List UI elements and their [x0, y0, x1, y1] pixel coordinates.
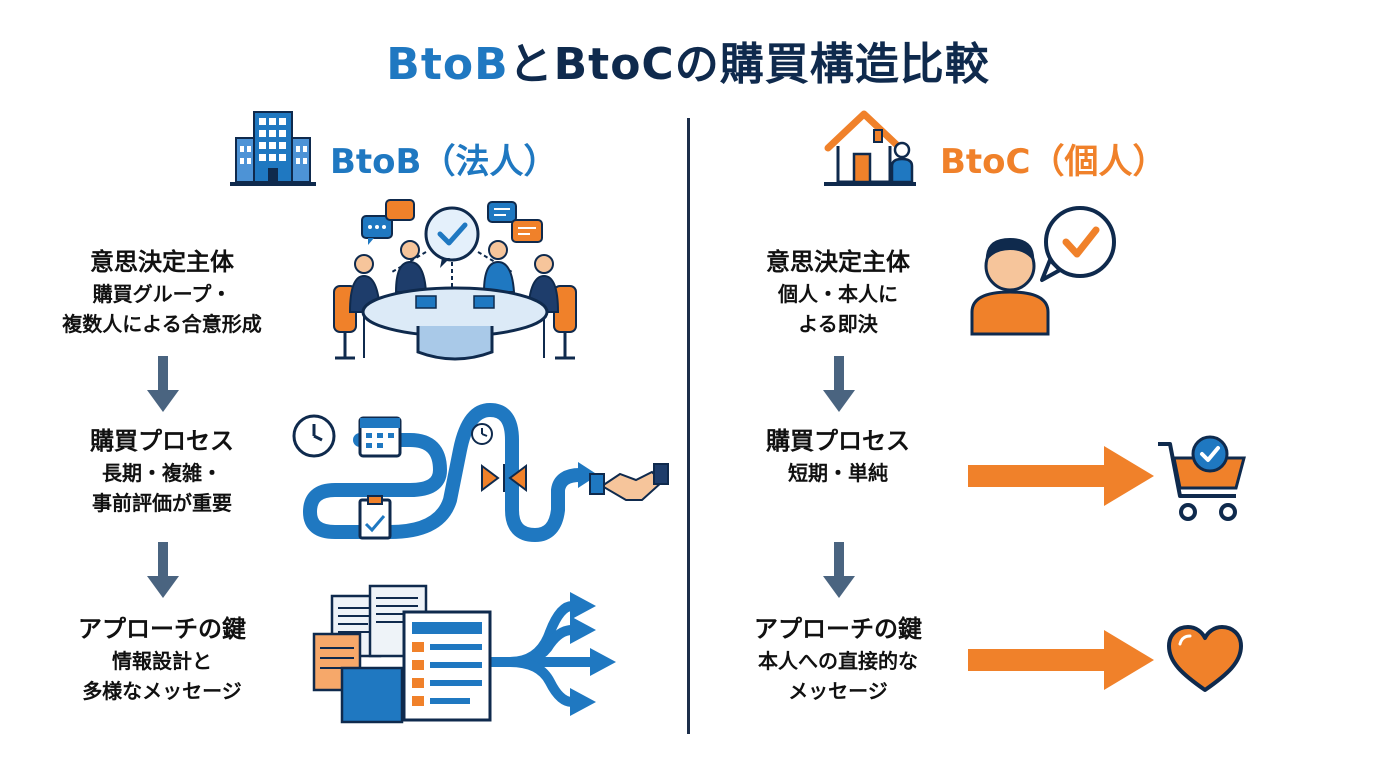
documents-branching-arrows-icon — [312, 584, 616, 724]
btoc-decision-line1: 個人・本人に — [778, 282, 898, 306]
btoc-approach-line1: 本人への直接的な — [758, 649, 918, 673]
btoc-process-title: 購買プロセス — [766, 427, 910, 455]
btoc-approach-block: アプローチの鍵 本人への直接的な メッセージ — [708, 612, 968, 706]
btob-decision-block: 意思決定主体 購買グループ・ 複数人による合意形成 — [32, 245, 292, 339]
heart-icon — [1167, 625, 1243, 692]
btoc-decision-line2: よる即決 — [798, 312, 878, 336]
btob-approach-block: アプローチの鍵 情報設計と 多様なメッセージ — [32, 612, 292, 706]
title-rest: BtoCの購買構造比較 — [553, 39, 990, 90]
btob-process-title: 購買プロセス — [90, 427, 234, 455]
btob-down-arrow-1 — [147, 356, 179, 412]
btoc-approach-title: アプローチの鍵 — [754, 615, 922, 643]
btoc-approach-arrow — [968, 630, 1154, 690]
btoc-heading: BtoC（個人） — [940, 142, 1167, 182]
btoc-process-line1: 短期・単純 — [788, 461, 888, 485]
btob-down-arrow-2 — [147, 542, 179, 598]
page-title: BtoBとBtoCの購買構造比較 — [0, 28, 1376, 92]
btob-decision-line2: 複数人による合意形成 — [62, 312, 262, 336]
title-btob: BtoB — [386, 39, 509, 90]
btoc-down-arrow-1 — [823, 356, 855, 412]
btoc-process-block: 購買プロセス 短期・単純 — [708, 424, 968, 488]
office-building-icon — [230, 111, 316, 186]
btob-decision-title: 意思決定主体 — [90, 248, 234, 276]
btob-process-line2: 事前評価が重要 — [92, 491, 232, 515]
group-meeting-icon — [333, 199, 577, 361]
title-connector: と — [508, 39, 554, 90]
btob-approach-title: アプローチの鍵 — [78, 615, 246, 643]
btob-process-block: 購買プロセス 長期・複雑・ 事前評価が重要 — [32, 424, 292, 518]
btoc-approach-line2: メッセージ — [788, 679, 888, 703]
btob-heading: BtoB（法人） — [330, 142, 558, 182]
btob-approach-line1: 情報設計と — [112, 649, 212, 673]
house-with-person-icon — [824, 110, 916, 186]
column-divider — [687, 118, 690, 734]
btob-process-line1: 長期・複雑・ — [102, 461, 222, 485]
btoc-decision-block: 意思決定主体 個人・本人に よる即決 — [708, 245, 968, 339]
btoc-decision-title: 意思決定主体 — [766, 248, 910, 276]
btoc-process-arrow — [968, 446, 1154, 506]
btoc-down-arrow-2 — [823, 542, 855, 598]
btob-decision-line1: 購買グループ・ — [92, 282, 232, 306]
winding-process-path-icon — [292, 403, 669, 542]
btob-approach-line2: 多様なメッセージ — [82, 679, 242, 703]
shopping-cart-check-icon — [1158, 435, 1246, 521]
person-with-checkmark-icon — [970, 206, 1116, 336]
